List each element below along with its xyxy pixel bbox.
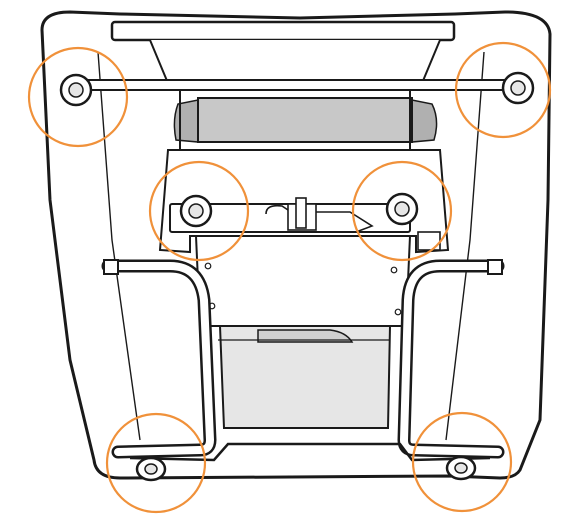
right-armrest-cap (487, 259, 503, 275)
caster-middle-left (179, 194, 213, 228)
mounting-plate-screws (204, 262, 402, 316)
caster-top-left (59, 73, 93, 107)
caster-bottom-left (135, 456, 167, 482)
highlight-circle-top-left (27, 46, 129, 148)
highlight-circle-middle-right (351, 160, 453, 262)
highlight-circle-middle-left (148, 160, 250, 262)
seat-pan-slot (257, 329, 354, 343)
top-rail (110, 20, 456, 42)
backrest-cushion-right (411, 99, 438, 143)
caster-bottom-right (445, 455, 477, 481)
right-armrest-fill (400, 262, 502, 456)
highlight-circle-bottom-right (411, 411, 513, 513)
right-side-panel (445, 51, 485, 441)
top-crossbar (79, 79, 511, 91)
backrest-cushion (173, 99, 199, 143)
seat-pan (218, 325, 392, 429)
left-side-panel (97, 51, 141, 441)
backrest-panel (197, 97, 413, 143)
caster-highlights (27, 41, 552, 514)
highlight-circle-bottom-left (105, 412, 207, 514)
caster-top-right (501, 71, 535, 105)
highlight-circle-top-right (454, 41, 552, 139)
caster-middle-right (385, 192, 419, 226)
bottom-rail (129, 442, 491, 462)
mechanism (265, 197, 441, 251)
left-armrest-cap (103, 259, 119, 275)
